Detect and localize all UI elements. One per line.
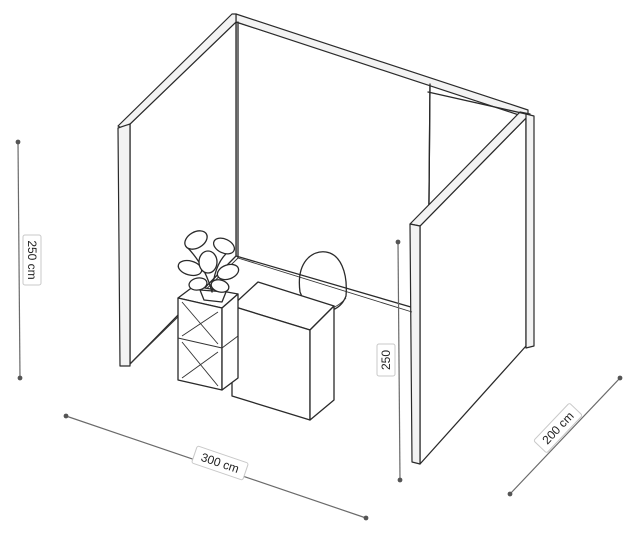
potted-plant bbox=[177, 230, 240, 303]
desk-cabinet bbox=[231, 281, 335, 421]
dimension-height-left: 250 cm bbox=[15, 139, 42, 381]
dimension-height-inner: 250 bbox=[376, 239, 403, 483]
height-inner-label: 250 bbox=[379, 350, 393, 370]
right-wall bbox=[409, 91, 535, 465]
back-wall bbox=[235, 13, 529, 313]
height-left-label: 250 cm bbox=[25, 240, 39, 279]
shelf-unit bbox=[177, 285, 239, 391]
dimension-depth-right: 200 cm bbox=[507, 375, 623, 497]
dimension-width-front: 300 cm bbox=[63, 413, 369, 521]
left-wall bbox=[117, 13, 239, 367]
